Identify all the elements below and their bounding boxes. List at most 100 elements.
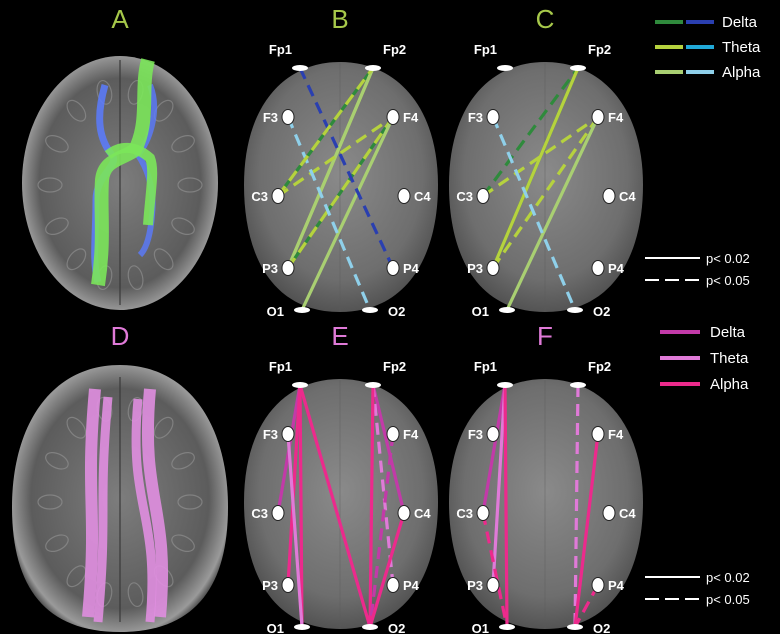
electrode-P4 [591, 577, 605, 593]
electrode-label-P3: P3 [467, 578, 483, 593]
legend-label: Theta [710, 350, 749, 367]
gyrus [153, 416, 174, 439]
electrode-label-Fp2: Fp2 [383, 359, 406, 374]
electrode-P3 [281, 577, 295, 593]
brain-panel-D: D [12, 321, 228, 632]
electrode-F4 [591, 426, 605, 442]
legend-top-item-alpha: Alpha [655, 64, 761, 81]
connection-P3-F4-theta [286, 116, 395, 269]
significance-legend-bottom: p< 0.02p< 0.05 [645, 570, 750, 607]
connection-F3-O1-theta [286, 433, 304, 628]
gyrus [127, 265, 144, 291]
electrode-label-Fp1: Fp1 [269, 42, 292, 57]
electrode-label-O2: O2 [388, 621, 405, 634]
tract-pink-3 [131, 398, 157, 623]
electrode-label-C4: C4 [414, 506, 431, 521]
electrode-F3 [281, 426, 295, 442]
electrode-label-Fp2: Fp2 [383, 42, 406, 57]
legend-label: Alpha [710, 376, 749, 393]
electrode-label-Fp2: Fp2 [588, 359, 611, 374]
tract-pink-0 [82, 388, 101, 618]
electrode-label-C4: C4 [619, 189, 636, 204]
electrode-label-P4: P4 [608, 578, 625, 593]
electrode-label-Fp1: Fp1 [269, 359, 292, 374]
electrode-label-O1: O1 [472, 621, 489, 634]
tract-green-bridge [104, 142, 158, 226]
electrode-F4 [386, 426, 400, 442]
gyrus [45, 534, 69, 552]
electrode-C3 [271, 188, 285, 204]
connection-F3-O2-alpha [491, 116, 577, 311]
electrode-F4 [386, 109, 400, 125]
electrode-label-O2: O2 [593, 621, 610, 634]
connection-Fp1-O2-alpha [298, 384, 372, 628]
electrode-P3 [486, 260, 500, 276]
electrode-C3 [476, 505, 490, 521]
significance-legend-top: p< 0.02 p< 0.05 [645, 251, 750, 288]
electrode-label-F4: F4 [608, 110, 624, 125]
electrode-label-F3: F3 [468, 427, 483, 442]
gyrus [66, 248, 87, 271]
electrode-label-C3: C3 [456, 189, 473, 204]
connection-Fp1-O1-alpha [298, 384, 304, 628]
gyrus [37, 494, 63, 510]
connection-C3-F4-theta [277, 115, 394, 198]
connection-C3-Fp2-delta [481, 67, 580, 197]
gyrus [66, 565, 87, 588]
electrode-O1 [499, 307, 515, 313]
connection-Fp1-C3-delta [481, 384, 507, 514]
connection-Fp2-P4-theta [371, 384, 395, 586]
gyrus [171, 534, 195, 552]
electrode-O1 [294, 307, 310, 313]
electrode-label-F4: F4 [403, 110, 419, 125]
electrode-Fp2 [570, 65, 586, 71]
electrode-label-C3: C3 [456, 506, 473, 521]
electrode-C4 [602, 505, 616, 521]
electrode-label-Fp1: Fp1 [474, 42, 497, 57]
gyrus [96, 79, 113, 105]
electrode-O1 [294, 624, 310, 630]
tract-green-main [91, 58, 155, 287]
connection-P3-Fp2-alpha [286, 67, 375, 269]
electrode-P3 [486, 577, 500, 593]
electrode-label-C4: C4 [619, 506, 636, 521]
gyrus [171, 452, 195, 470]
electrode-O2 [362, 307, 378, 313]
gyrus [37, 177, 63, 193]
gyrus [177, 494, 203, 510]
electrode-F3 [486, 109, 500, 125]
connection-O1-F4-alpha [505, 116, 600, 311]
connection-P3-F4-theta [491, 116, 600, 269]
electrode-Fp1 [497, 65, 513, 71]
electrode-label-C4: C4 [414, 189, 431, 204]
legend-top-item-theta: Theta [655, 39, 761, 56]
electrode-label-F4: F4 [608, 427, 624, 442]
electrode-Fp2 [365, 65, 381, 71]
gyrus [171, 217, 195, 235]
electrode-label-C3: C3 [251, 189, 268, 204]
electrode-label-P4: P4 [403, 578, 420, 593]
electrode-F4 [591, 109, 605, 125]
electrode-Fp1 [497, 382, 513, 388]
electrode-label-O2: O2 [593, 304, 610, 319]
electrode-label-O1: O1 [472, 304, 489, 319]
electrode-C3 [271, 505, 285, 521]
sig-label: p< 0.05 [706, 273, 750, 288]
electrode-label-F4: F4 [403, 427, 419, 442]
connection-C3-O1-alpha [481, 512, 509, 628]
electrode-F3 [281, 109, 295, 125]
electrode-Fp2 [570, 382, 586, 388]
gyrus [45, 452, 69, 470]
electrode-label-P3: P3 [467, 261, 483, 276]
sig-label: p< 0.02 [706, 251, 750, 266]
electrode-label-P4: P4 [608, 261, 625, 276]
connection-Fp2-C4-delta [371, 384, 406, 514]
electrode-label-F3: F3 [468, 110, 483, 125]
electrode-O1 [499, 624, 515, 630]
electrode-label-P3: P3 [262, 578, 278, 593]
panel-label-F: F [537, 321, 553, 351]
